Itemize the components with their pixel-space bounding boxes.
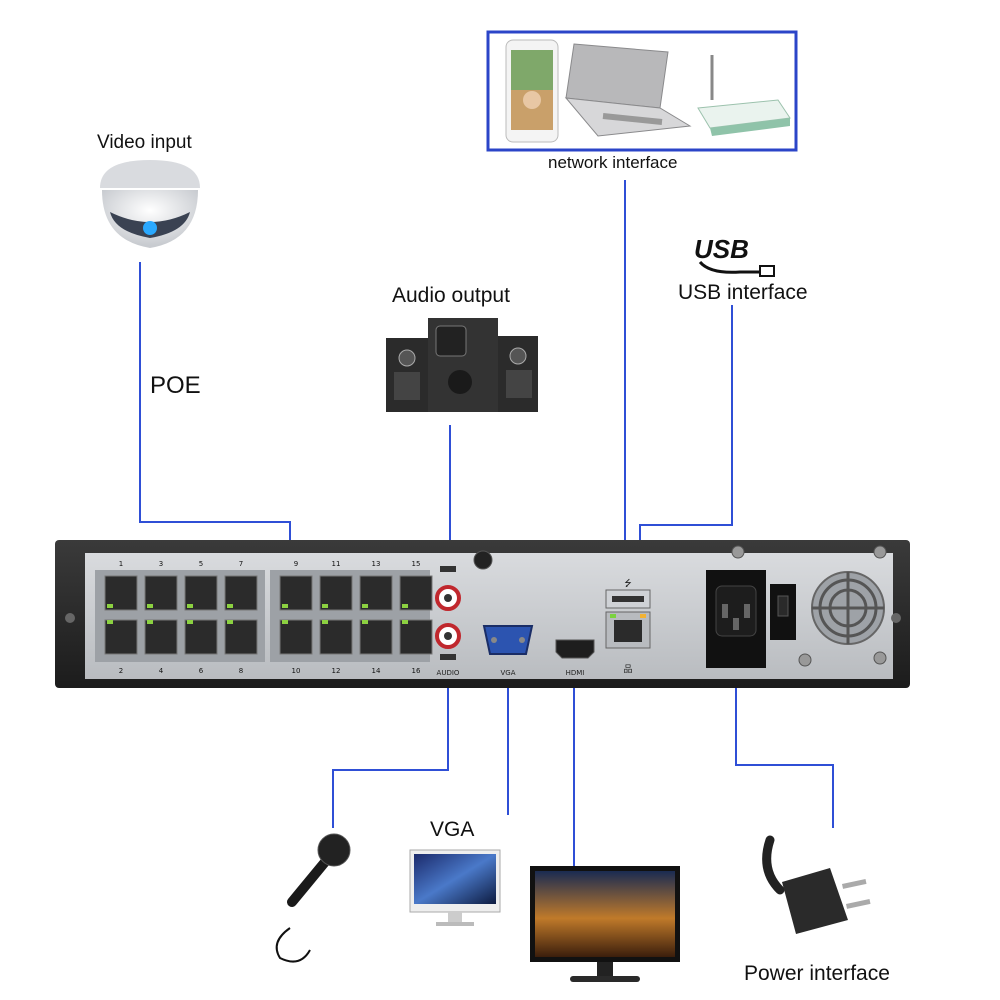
rj45-port [184,619,218,655]
power-plug-icon [762,835,871,934]
audio-output-label: Audio output [392,284,510,307]
port-number-bottom: 10 [292,667,301,675]
port-number-bottom: 16 [412,667,421,675]
lan-port-symbol: 品 [623,664,632,675]
port-led [187,604,193,608]
port-number-bottom: 4 [159,667,164,675]
port-led [402,620,408,624]
power-switch [770,584,796,640]
rj45-port [104,619,138,655]
audio-port-label: AUDIO [437,669,460,677]
port-led [362,620,368,624]
poe-ports [104,575,433,655]
vga-monitor-icon [409,849,501,926]
port-number-top: 5 [199,560,203,568]
rj45-port [144,619,178,655]
port-number-top: 15 [412,560,421,568]
rj45-port [399,619,433,655]
port-number-bottom: 2 [119,667,123,675]
vga-port [482,625,534,655]
port-led [362,604,368,608]
hdmi-port [555,639,595,659]
usb-port [605,589,651,609]
mic-line [332,688,449,828]
laptop-icon [564,43,692,137]
port-number-bottom: 14 [372,667,381,675]
lan-port [605,611,651,649]
network-interface-label: network interface [548,153,678,172]
audio-jacks [435,566,461,660]
port-number-top: 3 [159,560,163,568]
power-line [735,688,834,828]
usb-logo-text: USB [694,234,749,264]
port-number-top: 1 [119,560,123,568]
port-led [107,604,113,608]
port-numbers-bottom: 2 4 6 8 10 12 14 16 [119,667,421,675]
port-led [322,604,328,608]
speakers-icon [386,318,538,412]
vga-caption-label: VGA [430,818,475,841]
port-number-top: 11 [332,560,341,568]
port-led [282,620,288,624]
port-led [282,604,288,608]
port-number-top: 7 [239,560,243,568]
hdmi-port-label: HDMI [566,669,585,677]
router-icon [697,55,791,136]
microphone-icon [275,833,351,963]
power-socket [706,570,766,668]
network-devices-box [486,30,798,152]
port-led [187,620,193,624]
video-input-label: Video input [97,132,192,153]
vga-port-label: VGA [500,669,515,677]
dome-camera-icon [100,160,200,248]
port-led [227,620,233,624]
smartphone-icon [505,39,559,143]
port-number-bottom: 8 [239,667,243,675]
connector-lines [139,180,834,868]
hdmi-monitor-icon [530,866,680,982]
port-number-bottom: 6 [199,667,204,675]
port-led [402,604,408,608]
poe-label: POE [150,372,201,399]
port-number-top: 9 [294,560,298,568]
rj45-port [279,619,313,655]
rj45-port [319,619,353,655]
port-led [147,620,153,624]
port-led [322,620,328,624]
port-led [107,620,113,624]
poe-line [139,262,291,540]
usb-logo-icon: USB [694,234,775,277]
rj45-port [359,619,393,655]
power-interface-label: Power interface [744,962,890,985]
rj45-port [224,619,258,655]
port-led [147,604,153,608]
port-number-bottom: 12 [332,667,341,675]
port-led [227,604,233,608]
usb-interface-label: USB interface [678,281,808,304]
cooling-fan [811,571,885,645]
usb-port-symbol: ⭍ [624,578,632,589]
port-number-top: 13 [372,560,381,568]
